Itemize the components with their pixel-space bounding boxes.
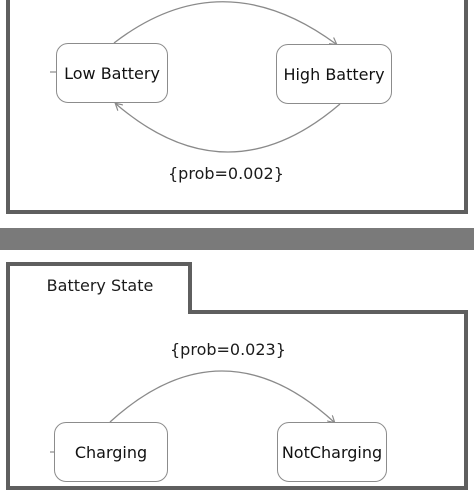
- transition-probability-label: {prob=0.002}: [168, 164, 284, 183]
- top-diagram-frame: [6, 0, 468, 214]
- transition-probability-label: {prob=0.023}: [170, 340, 286, 359]
- state-charging[interactable]: Charging: [54, 422, 168, 482]
- state-high-battery[interactable]: High Battery: [276, 44, 392, 104]
- section-divider: [0, 228, 474, 250]
- state-not-charging[interactable]: NotCharging: [277, 422, 387, 482]
- diagram-tab: [6, 262, 192, 314]
- state-low-battery[interactable]: Low Battery: [56, 43, 168, 103]
- diagram-tab-title: Battery State: [46, 276, 154, 295]
